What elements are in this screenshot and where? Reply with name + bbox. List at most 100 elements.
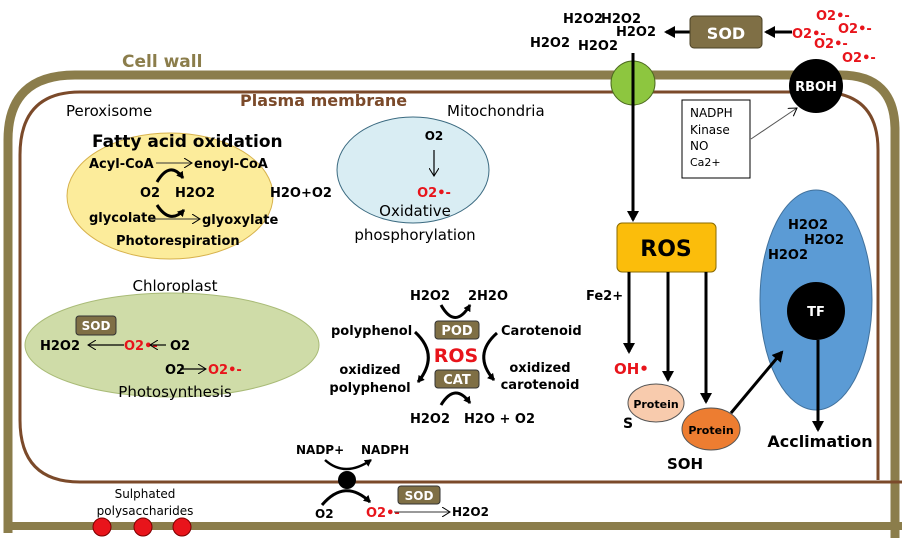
curved-arrow-peroxisome-top: [155, 168, 185, 183]
oxidative-label: Oxidative: [379, 202, 451, 220]
polysaccharide-bead: [172, 517, 192, 537]
protein-label: Protein: [688, 424, 733, 437]
glyoxylate-label: glyoxylate: [202, 213, 278, 228]
superoxide-label: O2•-: [838, 22, 872, 37]
h2o2-label: H2O2: [804, 233, 844, 248]
plasma-membrane: [18, 90, 880, 484]
enoyl-coa-label: enoyl-CoA: [194, 157, 268, 172]
sulphated-label: Sulphated: [115, 487, 176, 501]
regulator: NO: [690, 139, 708, 153]
h2o2-label: H2O2: [788, 218, 828, 233]
peroxisome-organelle: [66, 132, 274, 260]
nadp-label: NADP+: [296, 443, 344, 457]
polyphenol-label: polyphenol: [331, 324, 412, 339]
sod-label: SOD: [82, 319, 111, 333]
sod-box-membrane: [397, 485, 441, 505]
protein-label: Protein: [633, 398, 678, 411]
photorespiration-label: Photorespiration: [116, 234, 240, 249]
glycolate-label: glycolate: [89, 211, 156, 226]
o2-label: O2: [165, 363, 185, 378]
mitochondria-organelle: [336, 116, 490, 224]
sod-box-apoplast: [689, 15, 763, 49]
sod-label: SOD: [405, 489, 434, 503]
curved-arrow-o2: [320, 489, 372, 506]
pod-box: [434, 320, 480, 340]
polyphenol-label: polyphenol: [329, 381, 410, 396]
nadph-oxidase: [338, 471, 356, 489]
regulator: NADPH: [690, 106, 733, 120]
nadph-label: NADPH: [361, 443, 409, 457]
h2o2-label: H2O2: [768, 248, 808, 263]
superoxide-label: O2•-: [814, 37, 848, 52]
o2-label: O2: [315, 507, 334, 521]
h2o-o2-label: H2O+O2: [270, 186, 332, 201]
apoplast-h2o2-cluster: H2O2 H2O2 H2O2 H2O2 H2O2: [530, 12, 656, 54]
sod-label: SOD: [707, 24, 745, 43]
acyl-coa-label: Acyl-CoA: [89, 157, 154, 172]
h2o2-label: H2O2: [578, 39, 618, 54]
arrow-regulators-to-rboh: [750, 108, 797, 140]
curved-arrow-peroxisome-bottom: [155, 204, 186, 218]
regulator: Kinase: [690, 123, 730, 137]
fatty-acid-oxidation-title: Fatty acid oxidation: [92, 132, 283, 152]
superoxide-label: O2•-: [124, 339, 158, 354]
2h2o-label: 2H2O: [468, 289, 508, 304]
peroxisome-label: Peroxisome: [66, 102, 152, 120]
carotenoid-label: carotenoid: [501, 378, 580, 393]
tf-label: TF: [807, 305, 825, 320]
oxidized-label: oxidized: [509, 361, 570, 376]
superoxide-label: O2•-: [208, 363, 242, 378]
pod-label: POD: [441, 324, 473, 339]
superoxide-label: O2•-: [842, 51, 876, 66]
chloroplast-label: Chloroplast: [133, 277, 218, 295]
o2-label: O2: [425, 129, 444, 143]
phosphorylation-label: phosphorylation: [354, 226, 475, 244]
ros-label: ROS: [434, 345, 478, 367]
h2o2-label: H2O2: [530, 36, 570, 51]
h2o2-label: H2O2: [616, 25, 656, 40]
superoxide-label: O2•-: [792, 27, 826, 42]
sod-box-chloroplast: [75, 315, 117, 336]
transcription-factor: [787, 282, 845, 340]
protein-oxidized: [681, 407, 741, 451]
h2o2-label: H2O2: [410, 289, 450, 304]
superoxide-label: O2•-: [417, 186, 451, 201]
cell-wall-label: Cell wall: [122, 52, 202, 72]
oxidized-label: oxidized: [339, 363, 400, 378]
photosynthesis-label: Photosynthesis: [118, 383, 232, 401]
polysaccharide-bead: [92, 517, 112, 537]
apoplast-superoxide-cluster: O2•- O2•- O2•- O2•- O2•-: [792, 9, 876, 66]
protein-reduced: [627, 383, 685, 423]
curved-arrow-nadp: [324, 458, 372, 471]
protein-soh-label: SOH: [667, 455, 703, 473]
h2o2-label: H2O2: [452, 505, 489, 519]
h2o2-label: H2O2: [601, 12, 641, 27]
hydroxyl-radical-label: OH•: [614, 360, 649, 378]
o2-label: O2: [170, 339, 190, 354]
rboh-regulators-list: NADPH Kinase NO Ca2+: [690, 106, 733, 169]
fe2-label: Fe2+: [586, 289, 623, 304]
rboh-enzyme: [789, 59, 843, 113]
superoxide-label: O2•-: [816, 9, 850, 24]
cat-label: CAT: [443, 373, 471, 388]
carotenoid-label: Carotenoid: [501, 324, 582, 339]
rboh-regulators-box: [681, 99, 751, 179]
h2o2-label: H2O2: [410, 412, 450, 427]
curved-arrow-carotenoid: [482, 331, 499, 381]
superoxide-label: O2•-: [366, 506, 400, 521]
protein-s-label: S: [623, 416, 633, 432]
ros-label: ROS: [640, 237, 692, 262]
rboh-label: RBOH: [795, 80, 837, 95]
curved-arrow-cat: [439, 391, 472, 406]
polysaccharide-bead: [133, 517, 153, 537]
h2o2-label: H2O2: [40, 339, 80, 354]
plasma-membrane-label: Plasma membrane: [240, 91, 407, 110]
polysaccharides-label: polysaccharides: [97, 504, 194, 518]
curved-arrow-pod: [439, 304, 472, 319]
curved-arrow-polyphenol: [413, 330, 430, 383]
h2o-o2-label: H2O + O2: [464, 412, 535, 427]
acclimation-label: Acclimation: [767, 432, 872, 451]
h2o2-label: H2O2: [175, 186, 215, 201]
regulator: Ca2+: [690, 156, 721, 169]
